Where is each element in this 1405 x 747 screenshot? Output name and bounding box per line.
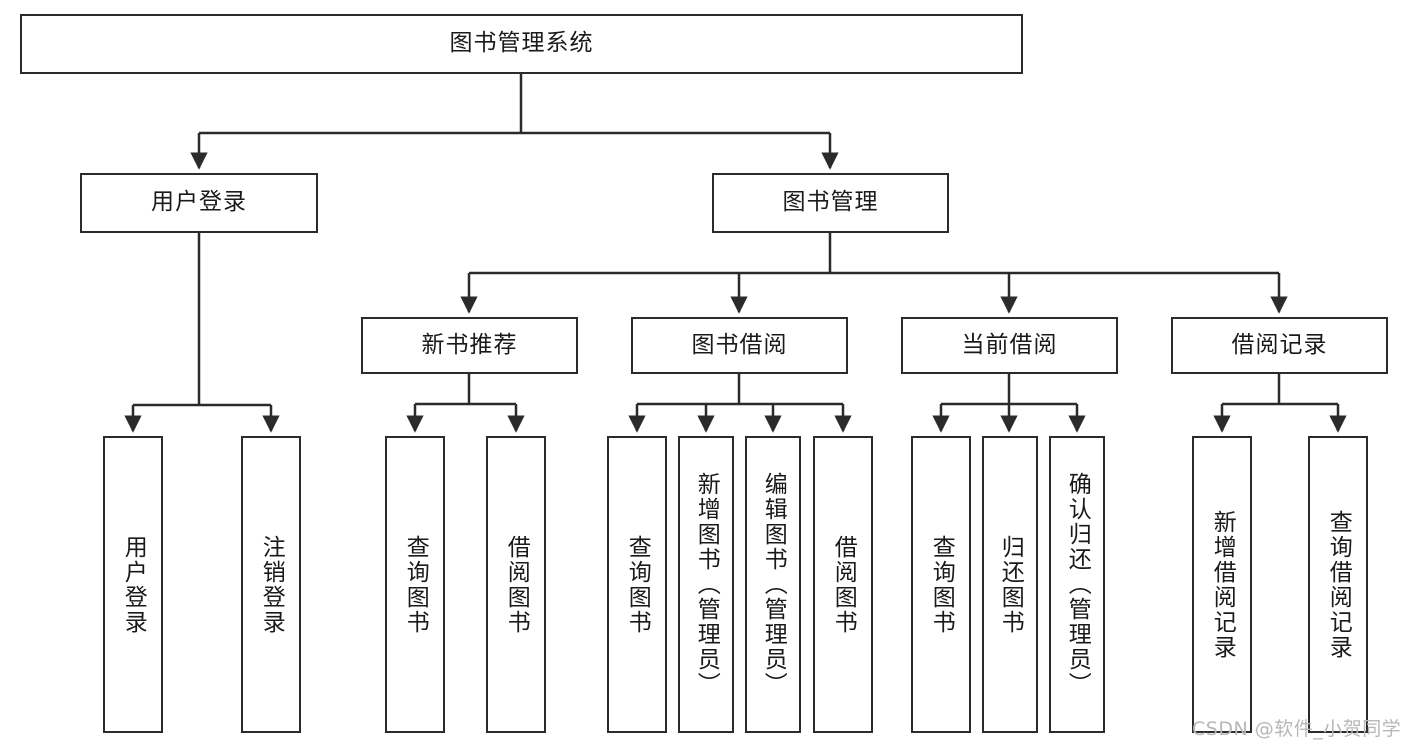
leaf-label: 借阅图书 bbox=[503, 534, 530, 635]
node-book-borrowing[interactable]: 图书借阅 bbox=[631, 317, 848, 374]
node-user-login[interactable]: 用户登录 bbox=[80, 173, 318, 233]
leaf-query-borrow-record[interactable]: 查询借阅记录 bbox=[1308, 436, 1368, 733]
leaf-label: 查询图书 bbox=[928, 534, 955, 635]
leaf-label: 查询图书 bbox=[624, 534, 651, 635]
leaf-query-book-cb[interactable]: 查询图书 bbox=[911, 436, 971, 733]
node-borrowing-records[interactable]: 借阅记录 bbox=[1171, 317, 1388, 374]
leaf-query-book-nbr[interactable]: 查询图书 bbox=[385, 436, 445, 733]
leaf-confirm-return-admin[interactable]: 确认归还（管理员） bbox=[1049, 436, 1105, 733]
leaf-label: 新增图书（管理员） bbox=[693, 472, 720, 697]
leaf-borrow-book-nbr[interactable]: 借阅图书 bbox=[486, 436, 546, 733]
leaf-edit-book-admin[interactable]: 编辑图书（管理员） bbox=[745, 436, 801, 733]
leaf-user-login[interactable]: 用户登录 bbox=[103, 436, 163, 733]
leaf-add-borrow-record[interactable]: 新增借阅记录 bbox=[1192, 436, 1252, 733]
leaf-add-book-admin[interactable]: 新增图书（管理员） bbox=[678, 436, 734, 733]
node-root-book-management-system[interactable]: 图书管理系统 bbox=[20, 14, 1023, 74]
node-current-borrowing[interactable]: 当前借阅 bbox=[901, 317, 1118, 374]
leaf-borrow-book-bb[interactable]: 借阅图书 bbox=[813, 436, 873, 733]
node-book-management[interactable]: 图书管理 bbox=[712, 173, 949, 233]
leaf-label: 借阅图书 bbox=[830, 534, 857, 635]
leaf-label: 归还图书 bbox=[997, 534, 1024, 635]
leaf-label: 用户登录 bbox=[120, 534, 147, 635]
leaf-label: 注销登录 bbox=[258, 534, 285, 635]
leaf-query-book-bb[interactable]: 查询图书 bbox=[607, 436, 667, 733]
node-new-book-recommendation[interactable]: 新书推荐 bbox=[361, 317, 578, 374]
csdn-watermark: CSDN @软件_小贺同学 bbox=[1192, 718, 1402, 740]
leaf-label: 编辑图书（管理员） bbox=[760, 472, 787, 697]
leaf-label: 查询借阅记录 bbox=[1325, 509, 1352, 660]
leaf-return-book[interactable]: 归还图书 bbox=[982, 436, 1038, 733]
leaf-label: 新增借阅记录 bbox=[1209, 509, 1236, 660]
leaf-label: 确认归还（管理员） bbox=[1064, 472, 1091, 697]
leaf-logout[interactable]: 注销登录 bbox=[241, 436, 301, 733]
leaf-label: 查询图书 bbox=[402, 534, 429, 635]
